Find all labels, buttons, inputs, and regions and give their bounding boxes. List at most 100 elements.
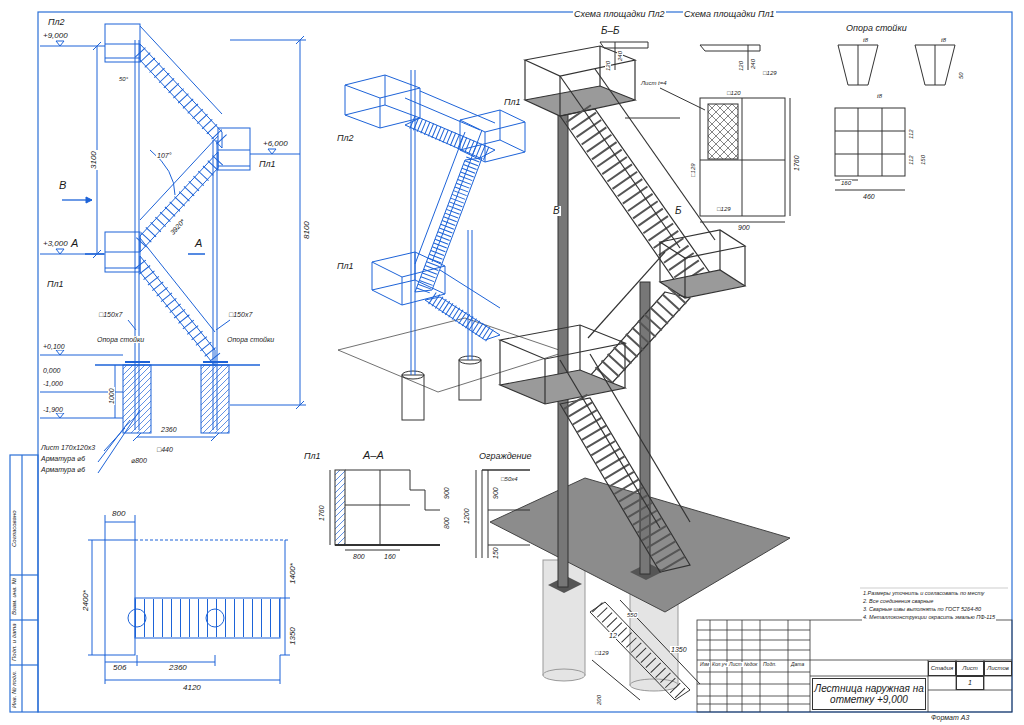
isometric-view <box>338 70 565 420</box>
drawing-label: Взам. инв. № <box>11 577 17 616</box>
drawing-label: Опора стойки <box>96 336 145 343</box>
cell-text: Лестница наружная на отметку +9,000 <box>813 683 925 706</box>
drawing-label: 3920* <box>168 217 187 237</box>
drawing-label: 900 <box>443 486 450 500</box>
drawing-label: 112 <box>908 154 914 166</box>
drawing-label: Схема площадки Пл2 <box>573 10 666 19</box>
drawing-label: 240 <box>750 58 756 70</box>
drawing-label: 120 <box>738 60 744 72</box>
drawing-label: □150х7 <box>228 311 253 318</box>
drawing-label: Формат А3 <box>930 714 970 721</box>
drawing-label: 150 <box>492 546 499 560</box>
drawing-label: №док <box>743 662 758 667</box>
drawing-label: 2360 <box>168 664 188 672</box>
cell-text: Лист <box>962 665 977 672</box>
title-block-cell: Листов <box>984 661 1012 676</box>
drawing-label: 3. Сварные швы выполнять по ГОСТ 5264-80 <box>862 607 982 613</box>
title-block-cell: 1 <box>956 676 984 690</box>
drawing-label: Б <box>674 206 683 216</box>
drawing-label: Б–Б <box>600 26 621 36</box>
drawing-label: Ограждение <box>478 452 533 461</box>
drawing-label: 460 <box>862 193 876 200</box>
drawing-label: □129 <box>690 162 696 178</box>
drawing-label: Пл2 <box>47 18 66 27</box>
drawing-label: +9,000 <box>42 32 69 40</box>
drawing-label: □129 <box>594 650 610 656</box>
drawing-label: Лист 170х120х3 <box>40 444 96 451</box>
drawing-label: -1,000 <box>42 380 64 387</box>
drawing-label: Пл1 <box>503 98 522 107</box>
drawing-label: Кол.уч <box>711 662 728 667</box>
drawing-label: Пл1 <box>303 452 322 461</box>
drawing-label: 2. Все соединения сварные <box>862 599 934 605</box>
elevation-view <box>40 24 306 473</box>
sheet-frame <box>10 12 1012 712</box>
drawing-label: 240 <box>617 50 623 62</box>
drawing-label: Инв. № подл. <box>11 670 17 709</box>
notes-rule <box>860 588 1008 589</box>
drawing-label: Опора стойки <box>845 24 908 33</box>
drawing-label: Пл2 <box>336 134 355 143</box>
drawing-label: Согласовано <box>11 509 17 548</box>
drawing-label: Дата <box>790 662 805 667</box>
drawing-label: Лист t=4 <box>640 80 668 86</box>
drawing-label: 112 <box>908 128 914 140</box>
drawing-label: 8100 <box>303 220 311 240</box>
drawing-label: t8 <box>862 37 869 43</box>
drawing-label: t8 <box>940 37 947 43</box>
drawing-label: 1350 <box>289 626 297 646</box>
drawing-label: 50 <box>958 71 964 80</box>
drawing-label: В <box>58 180 67 191</box>
drawing-label: А <box>194 238 203 249</box>
drawing-label: Арматура ⌀6 <box>40 466 86 473</box>
drawing-label: 3100 <box>90 150 98 170</box>
drawing-label: 160 <box>383 553 397 560</box>
drawing-label: Подп. и дата <box>11 622 17 662</box>
drawing-label: 107° <box>156 152 172 159</box>
title-block <box>697 620 1012 712</box>
drawing-label: 506 <box>112 664 127 672</box>
drawing-label: 2400* <box>82 589 90 612</box>
drawing-label: 4. Металлоконструкции окрасить эмалью ПФ… <box>862 615 996 621</box>
drawing-label: +0,100 <box>42 343 66 350</box>
drawing-label: Схема площадки Пл1 <box>683 10 776 19</box>
drawing-label: Пл1 <box>258 160 277 169</box>
drawing-label: -1,900 <box>42 406 64 413</box>
title-block-cell: Лестница наружная на отметку +9,000 <box>812 678 926 710</box>
drawing-label: 800 <box>352 553 366 560</box>
drawing-label: □440 <box>156 446 174 453</box>
drawing-label: 1000 <box>108 387 115 405</box>
drawing-label: 800 <box>443 516 450 530</box>
plan-view <box>88 515 290 684</box>
drawing-label: 1760 <box>318 504 325 522</box>
drawing-label: 550 <box>626 612 638 618</box>
cell-text: 1 <box>968 679 972 687</box>
drawing-label: □150х7 <box>98 311 123 318</box>
drawing-label: Лист <box>728 662 743 667</box>
drawing-label: 0,000 <box>42 367 62 374</box>
drawing-label: 900 <box>492 486 499 500</box>
drawing-label: □50х4 <box>500 476 519 482</box>
drawing-label: Опора стойки <box>226 336 275 343</box>
drawing-label: +6,000 <box>262 140 289 148</box>
drawing-label: 120 <box>605 60 611 72</box>
drawing-label: 150 <box>920 154 926 166</box>
drawing-label: Пл1 <box>46 280 65 289</box>
drawing-label: 800 <box>111 510 126 518</box>
cell-text: Стадия <box>931 665 953 672</box>
drawing-label: Подп. <box>762 662 777 667</box>
drawing-label: 160 <box>840 180 852 186</box>
title-block-cell: Лист <box>956 661 984 676</box>
drawing-label: 200 <box>596 694 602 706</box>
drawing-label: 1.Размеры уточнить и согласовать по мест… <box>862 591 985 597</box>
drawing-label: +3,000 <box>42 240 69 248</box>
drawing-label: Арматура ⌀6 <box>40 455 86 462</box>
drawing-label: □129 <box>762 70 778 76</box>
drawing-label: 1400* <box>289 562 297 585</box>
drawing-label: □129 <box>716 206 732 212</box>
drawing-label: 900 <box>737 224 751 231</box>
drawing-label: Изм <box>699 662 710 667</box>
section-details <box>330 470 530 558</box>
stair-rendering <box>490 46 790 691</box>
title-block-cell: Стадия <box>928 661 956 676</box>
